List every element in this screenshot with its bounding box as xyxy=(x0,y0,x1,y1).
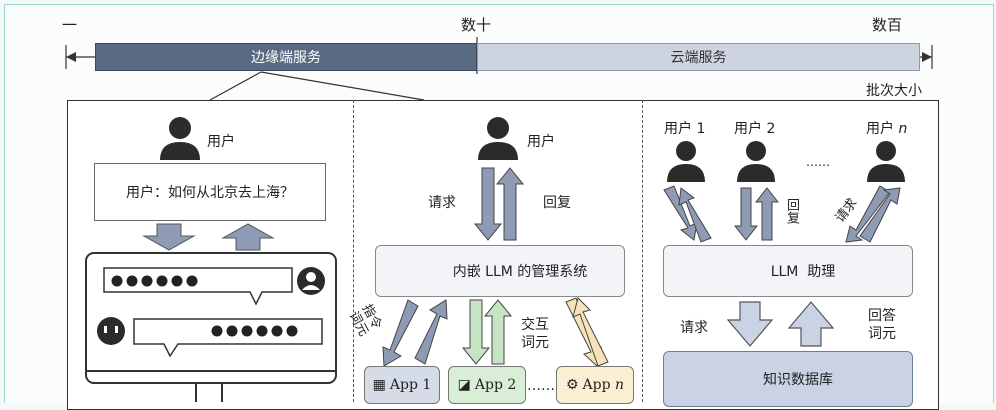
cloud-reply-label: 回复 xyxy=(784,198,799,224)
cloud-request-label: 请求 xyxy=(680,320,708,336)
divider-left xyxy=(353,100,354,402)
user-icon xyxy=(478,117,518,160)
app-n-label: App n xyxy=(582,377,625,393)
users-ellipsis: …… xyxy=(806,155,830,169)
scale-left-label: 一 xyxy=(62,16,78,34)
scale-right-label: 数百 xyxy=(872,16,903,34)
app-n-tile[interactable]: ⚙ App n xyxy=(556,366,634,404)
management-system-label: 内嵌 LLM 的管理系统 xyxy=(452,264,588,280)
edge-service-bar: 边缘端服务 xyxy=(95,43,477,71)
scale-mid-label: 数十 xyxy=(461,16,492,34)
edge-query-text: 用户：如何从北京去上海？ xyxy=(126,185,294,201)
grid-icon: ▦ xyxy=(372,377,386,393)
italic-n: n xyxy=(898,121,908,137)
user-icon xyxy=(867,141,905,182)
app-2-tile[interactable]: ◪ App 2 xyxy=(448,366,526,404)
middle-reply-label: 回复 xyxy=(543,195,571,211)
edge-reply-arrow xyxy=(221,223,275,251)
interaction-token-label: 交互 词元 xyxy=(521,317,549,351)
cloud-service-bar: 云端服务 xyxy=(477,43,920,71)
user-icon xyxy=(667,141,705,182)
window-icon: ◪ xyxy=(457,377,471,393)
edge-query-box: 用户：如何从北京去上海？ xyxy=(94,163,326,221)
app-ellipsis: …… xyxy=(527,378,555,394)
user-2-label: 用户 2 xyxy=(734,121,776,137)
app-1-tile[interactable]: ▦ App 1 xyxy=(364,366,440,404)
user-icon xyxy=(737,141,775,182)
batch-size-label: 批次大小 xyxy=(866,83,922,99)
app-2-label: App 2 xyxy=(474,377,517,393)
middle-user-label: 用户 xyxy=(527,134,555,150)
edge-user-label: 用户 xyxy=(207,134,235,150)
management-system-box: 内嵌 LLM 的管理系统 xyxy=(375,245,625,297)
user-icon xyxy=(160,117,200,160)
gear-icon: ⚙ xyxy=(565,377,579,393)
answer-token-label: 回答 词元 xyxy=(868,308,896,342)
divider-right xyxy=(642,100,643,402)
app-1-label: App 1 xyxy=(389,377,432,393)
edge-request-arrow xyxy=(142,223,196,251)
user-n-label: 用户 n xyxy=(866,121,908,137)
llm-assistant-box: LLM 助理 xyxy=(663,245,913,297)
knowledge-db-label: 知识数据库 xyxy=(763,372,833,388)
knowledge-db-box: 知识数据库 xyxy=(663,351,913,407)
llm-assistant-label: LLM 助理 xyxy=(770,264,836,280)
italic-n: n xyxy=(615,377,625,393)
middle-request-label: 请求 xyxy=(428,195,456,211)
user-1-label: 用户 1 xyxy=(664,121,706,137)
